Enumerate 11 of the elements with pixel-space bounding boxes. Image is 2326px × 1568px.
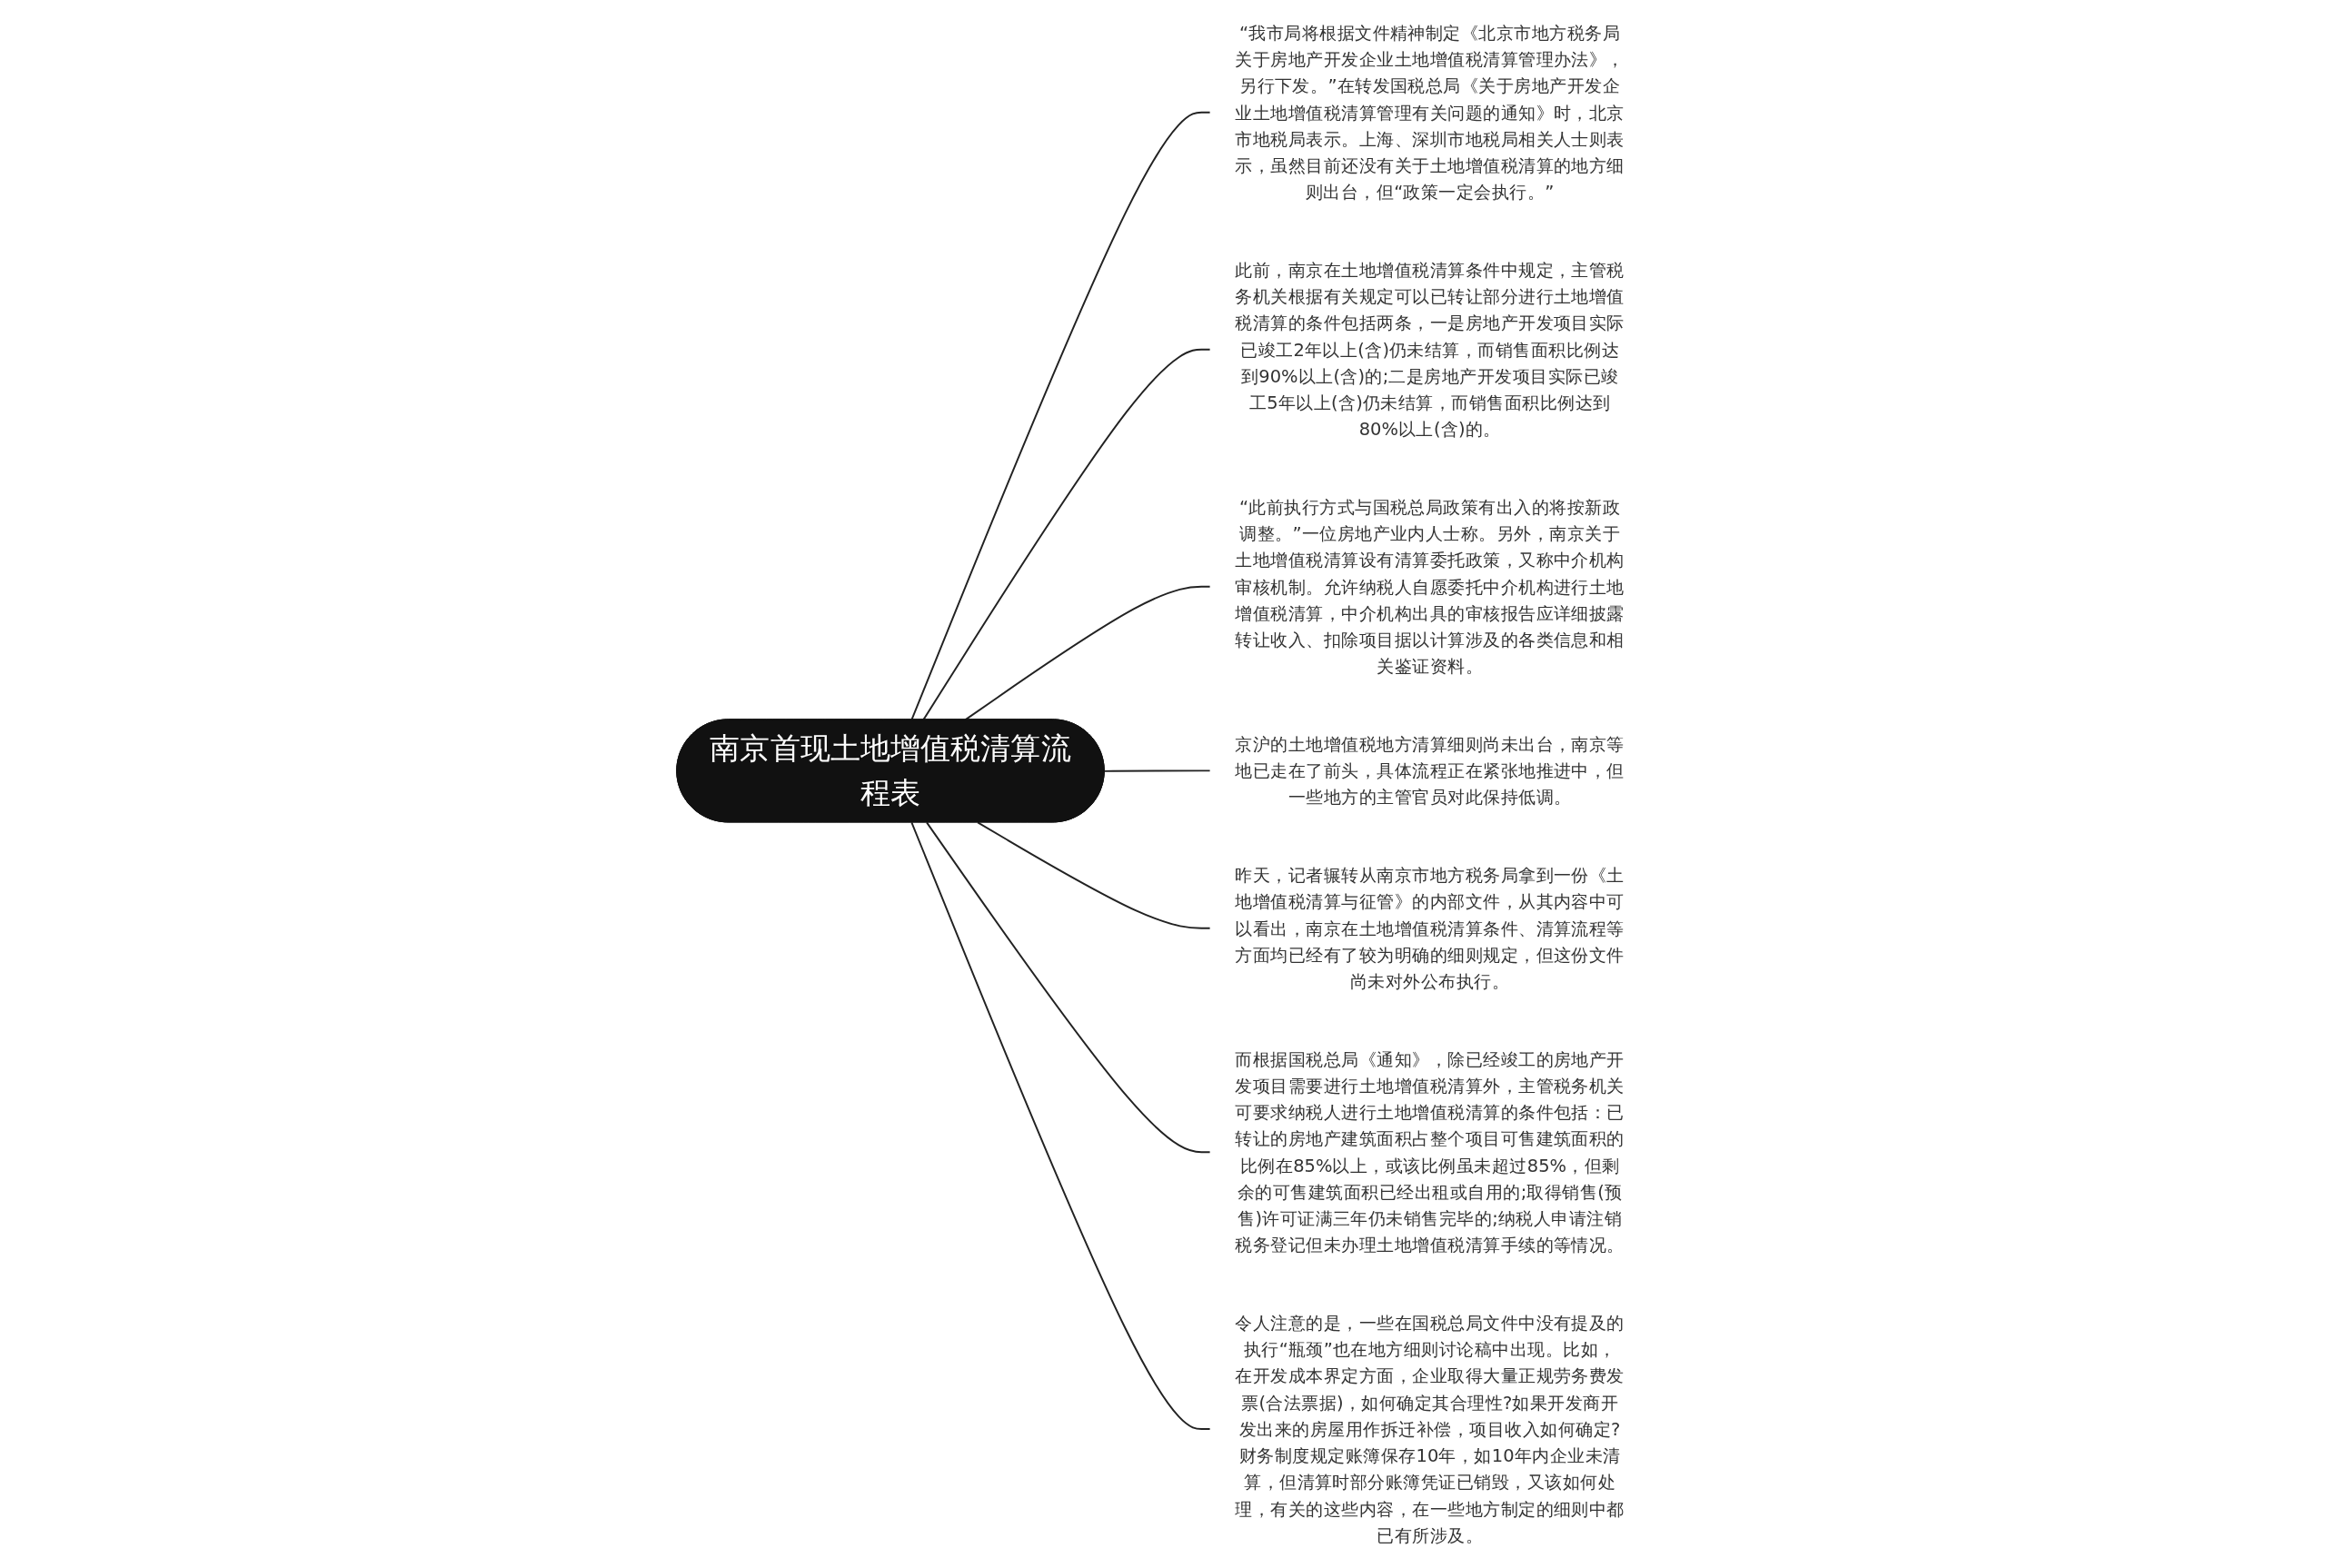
node-text: 令人注意的是，一些在国税总局文件中没有提及的执行“瓶颈”也在地方细则讨论稿中出现。比如，在开发成本界定方面，企业取得大量正规劳务费发票(合法票据)，如何确定其合理性?如果开发商开发出来的房屋用作拆迁补偿，项目收入如何确定?财务制度规定账簿保存10年，如10年内企业未清算，但清算时部分账簿凭证已销毁，又该如何处理，有关的这些内容，在一些地方制定的细则中都已有所涉及。 <box>1235 1312 1625 1546</box>
connector <box>977 821 1212 929</box>
node-text: 京沪的土地增值税地方清算细则尚未出台，南京等地已走在了前头，具体流程正在紧张地推进中，但一些地方的主管官员对此保持低调。 <box>1235 733 1625 809</box>
node-text: 而根据国税总局《通知》，除已经竣工的房地产开发项目需要进行土地增值税清算外，主管税务机关可要求纳税人进行土地增值税清算的条件包括：已转让的房地产建筑面积占整个项目可售建筑面积的比例在85%以上，或该比例虽未超过85%，但剩余的可售建筑面积已经出租或自用的;取得销售(预售)许可证满三年仍未销售完毕的;纳税人申请注销税务登记但未办理土地增值税清算手续的等情况。 <box>1235 1048 1625 1256</box>
connector <box>1103 769 1212 772</box>
node-text: “我市局将根据文件精神制定《北京市地方税务局关于房地产开发企业土地增值税清算管理办法》，另行下发。”在转发国税总局《关于房地产开发企业土地增值税清算管理有关问题的通知》时，北京市地税局表示。上海、深圳市地税局相关人士则表示，虽然目前还没有关于土地增值税清算的地方细则出台，但“政策一定会执行。” <box>1235 22 1625 203</box>
connector <box>926 821 1212 1154</box>
node-text: 昨天，记者辗转从南京市地方税务局拿到一份《土地增值税清算与征管》的内部文件，从其内容中可以看出，南京在土地增值税清算条件、清算流程等方面均已经有了较为明确的细则规定，但这份文件尚未对外公布执行。 <box>1235 864 1625 992</box>
node-text: 此前，南京在土地增值税清算条件中规定，主管税务机关根据有关规定可以已转让部分进行土地增值税清算的条件包括两条，一是房地产开发项目实际已竣工2年以上(含)仍未结算，而销售面积比例达到90%以上(含)的;二是房地产开发项目实际已竣工5年以上(含)仍未结算，而销售面积比例达到80%以上(含)的。 <box>1235 259 1625 441</box>
connector <box>910 821 1212 1431</box>
node-text: “此前执行方式与国税总局政策有出入的将按新政调整。”一位房地产业内人士称。另外，南京关于土地增值税清算设有清算委托政策，又称中介机构审核机制。允许纳税人自愿委托中介机构进行土地增值税清算，中介机构出具的审核报告应详细披露转让收入、扣除项目据以计算涉及的各类信息和相关鉴证资料。 <box>1235 496 1625 678</box>
